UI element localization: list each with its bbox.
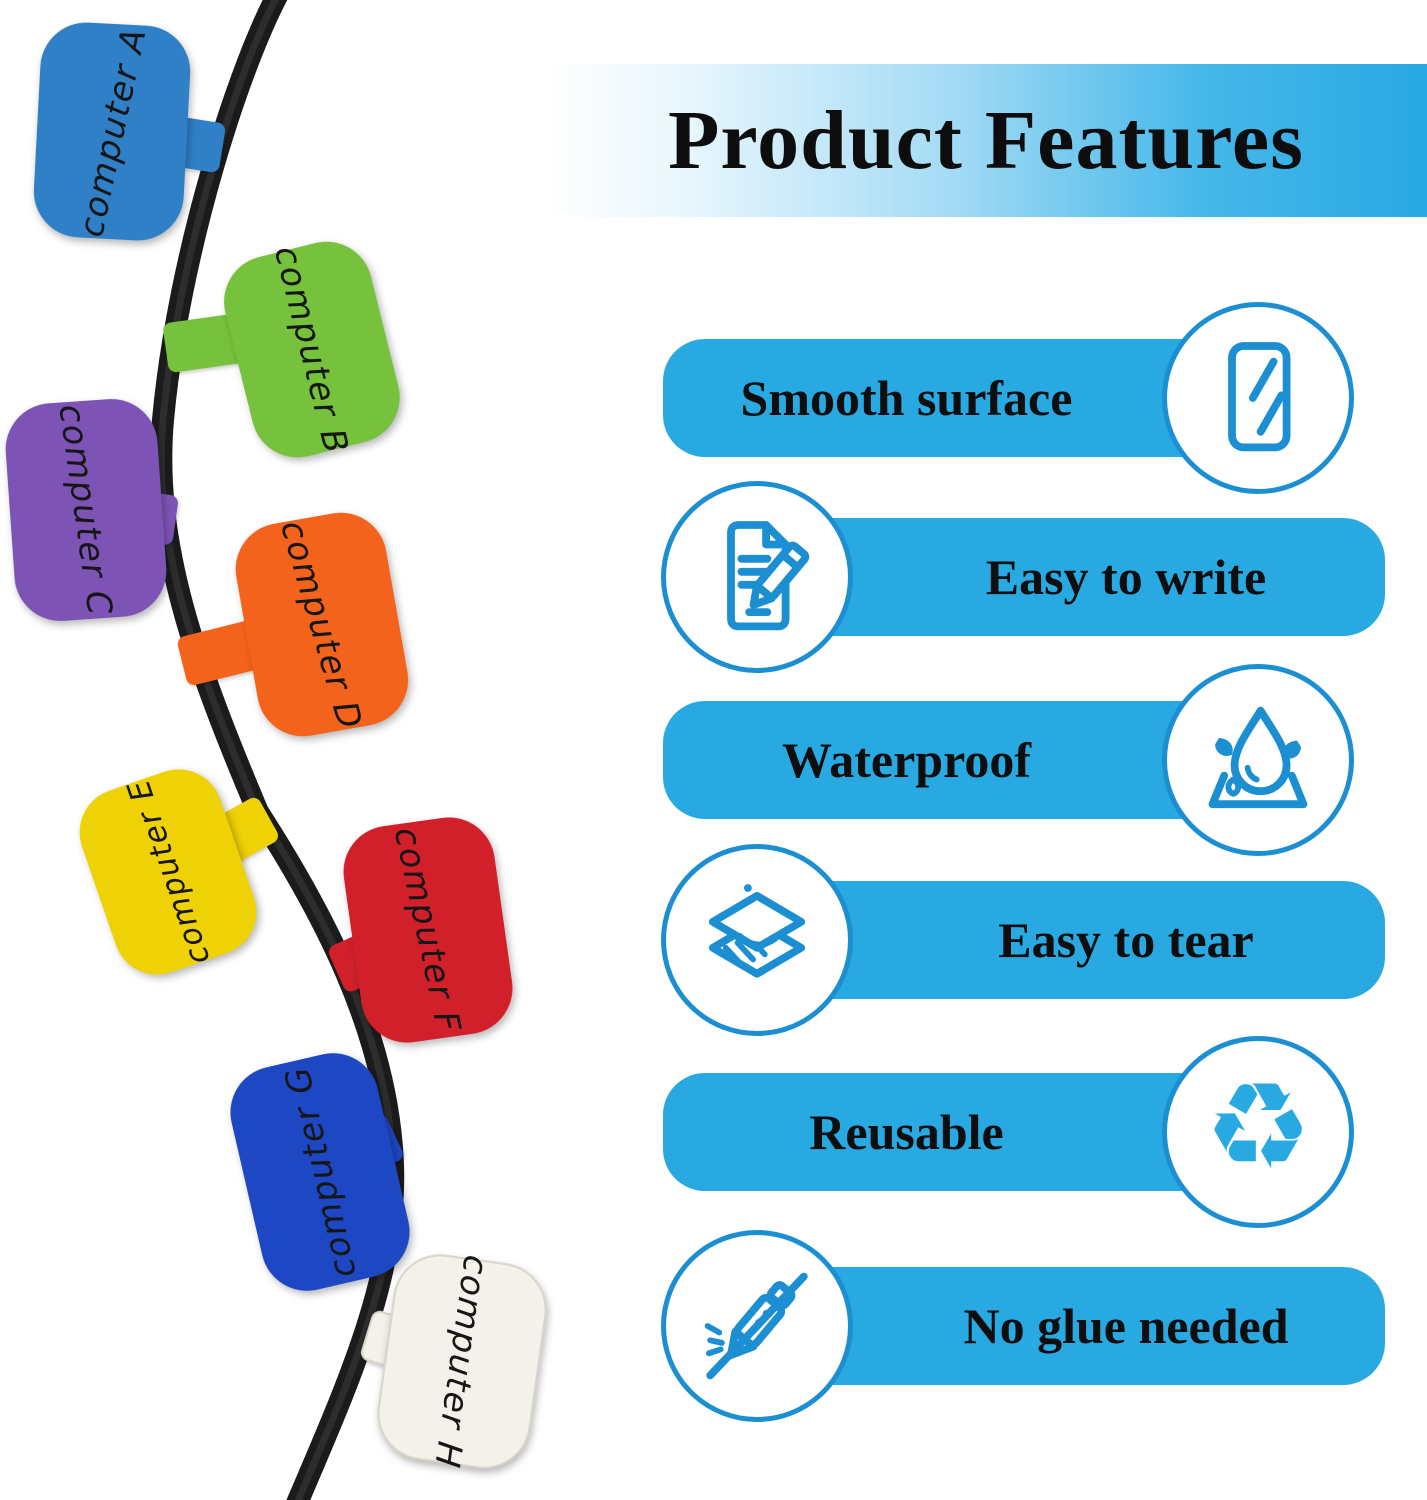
page-title: Product Features [668, 94, 1304, 187]
easy-to-tear-icon [708, 884, 806, 978]
waterproof-icon [1208, 706, 1308, 809]
no-glue-icon [704, 1272, 808, 1380]
feature-icon-circle: ♻ [1162, 1036, 1354, 1228]
cable-label-f-flag [343, 817, 513, 1043]
feature-label: Waterproof [781, 732, 1032, 788]
cable-label-a-flag [33, 22, 191, 241]
cable-label-d-flag [235, 512, 409, 737]
feature-pill-reusable: Reusable [663, 1073, 1255, 1191]
feature-pill-no-glue: No glue needed [762, 1267, 1385, 1385]
feature-pill-easy-to-write: Easy to write [762, 518, 1385, 636]
feature-icon-circle [1162, 664, 1354, 856]
cable-label-c-flag [5, 399, 167, 621]
feature-label: No glue needed [963, 1298, 1289, 1354]
feature-icon-circle [661, 1230, 853, 1422]
cable-label-b-flag [224, 241, 400, 458]
recycle-icon: ♻ [1204, 1058, 1312, 1197]
cable-label-h-flag [377, 1254, 547, 1469]
easy-to-write-icon [727, 521, 810, 631]
cable-label-e-flag [79, 769, 257, 975]
feature-label: Easy to tear [998, 912, 1254, 968]
header-band: Product Features [545, 64, 1427, 217]
feature-pill-smooth-surface: Smooth surface [663, 339, 1255, 457]
feature-label: Reusable [809, 1104, 1004, 1160]
feature-icon-circle [661, 481, 853, 673]
feature-pill-waterproof: Waterproof [663, 701, 1255, 819]
feature-icon-circle [661, 844, 853, 1036]
cable-with-labels: computer A computer B computer C compute… [5, 0, 547, 1500]
feature-label: Smooth surface [740, 370, 1073, 426]
feature-icon-circle [1162, 302, 1354, 494]
smooth-surface-icon [1228, 342, 1291, 452]
cable-label-g-flag [230, 1053, 410, 1291]
feature-pill-easy-to-tear: Easy to tear [762, 881, 1385, 999]
feature-label: Easy to write [985, 549, 1267, 605]
